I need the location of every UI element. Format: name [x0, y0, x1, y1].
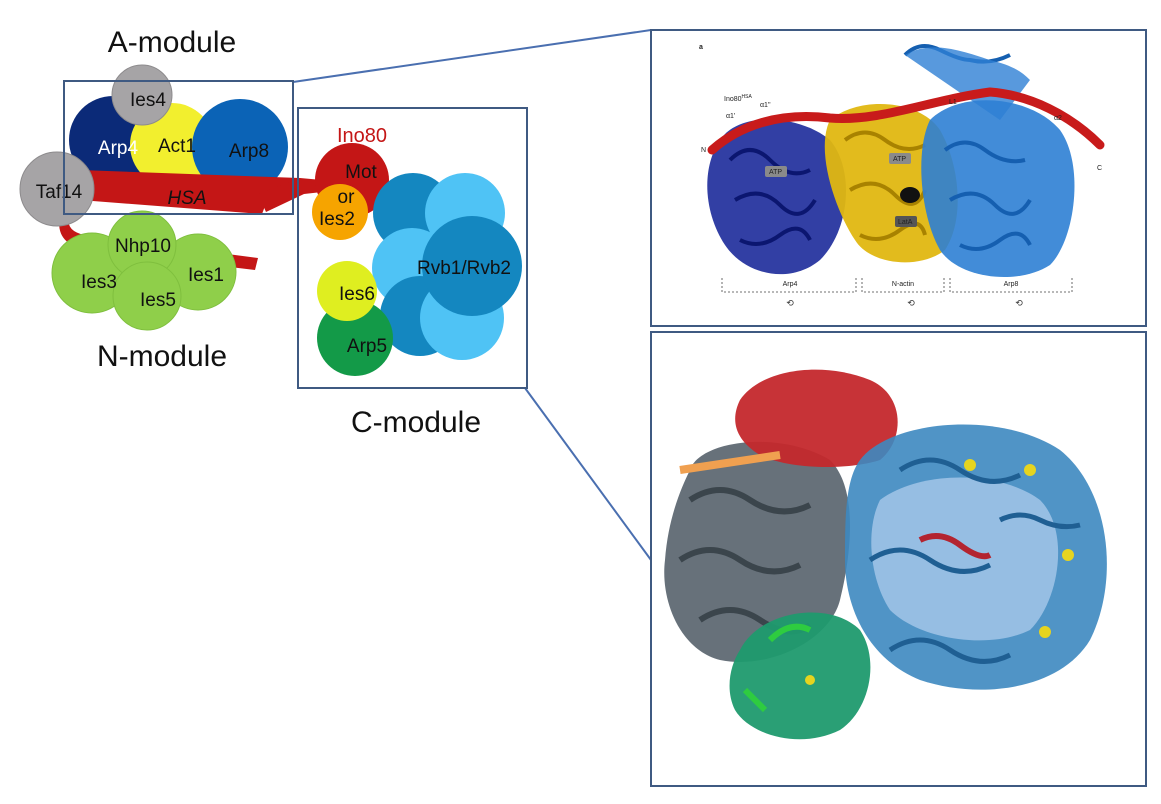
act1-label: Act1 [158, 136, 196, 157]
yellow-accent-3 [1062, 549, 1074, 561]
n-term-label: N [701, 147, 706, 154]
a-module-box [63, 80, 294, 215]
nhp10-label: Nhp10 [115, 236, 171, 257]
hsa-helix-structure [707, 87, 1105, 155]
zoom-connector-top [292, 29, 652, 83]
c-term-label: C [1097, 165, 1102, 172]
hsa-linker [258, 178, 322, 212]
arp8-n-terminal-extension [905, 47, 1030, 120]
lata-ligand [900, 187, 920, 203]
arp5-subunit [317, 300, 393, 376]
hsa-helix [80, 170, 300, 214]
arp4-structure [707, 119, 847, 275]
panel-letter: a [699, 44, 703, 51]
c-module-title: C-module [351, 406, 481, 439]
arp8-label: Arp8 [229, 141, 269, 162]
segment-arp8-label: Arp8 [1004, 281, 1019, 288]
atp1-label: ATP [769, 169, 782, 176]
segment-bracket-arp4 [721, 278, 857, 293]
ies2-label: Ies2 [319, 209, 355, 230]
a-module-ribbon-render [707, 44, 1105, 277]
ies4-label: Ies4 [130, 90, 166, 111]
atp2-label: ATP [893, 156, 906, 163]
gray-domain-structure [664, 441, 850, 662]
ino80-hsa-label: Ino80HSA [724, 94, 752, 103]
rvb-ring-light [871, 477, 1059, 641]
rvb-ring-texture [868, 457, 1081, 664]
ies6-subunit [317, 261, 377, 321]
a-module-title: A-module [108, 26, 236, 59]
ies6-label: Ies6 [339, 284, 375, 305]
rotate-icon-2: ⟲ [907, 298, 915, 308]
rvb-subunit-6 [422, 216, 522, 316]
red-motor-structure [735, 369, 898, 467]
rvb-label: Rvb1/Rvb2 [417, 258, 511, 279]
or-label: or [338, 187, 356, 208]
ies3-label: Ies3 [81, 272, 117, 293]
yellow-accent-4 [1039, 626, 1051, 638]
atp-marker-2 [889, 153, 911, 164]
alpha1p-label: α1' [726, 113, 735, 120]
c-module-ribbon-render [664, 369, 1107, 740]
arp4-structure-texture [728, 148, 817, 246]
rvb-inner-red [918, 533, 992, 560]
arp4-label: Arp4 [98, 138, 139, 159]
c-module-box [297, 107, 528, 389]
rotate-icon-1: ⟲ [786, 298, 794, 308]
taf14-label: Taf14 [36, 182, 83, 203]
arp8-structure [921, 100, 1075, 277]
zoom-connector-bottom [524, 387, 652, 561]
mot-label: Mot [345, 162, 377, 183]
segment-arp4-label: Arp4 [783, 281, 798, 288]
alpha1pp-label: α1'' [760, 102, 771, 109]
n-module-title: N-module [97, 340, 227, 373]
yellow-accent-1 [964, 459, 976, 471]
l1-label: L1 [949, 99, 957, 106]
alpha2-label: α2 [1054, 115, 1062, 122]
ies5-subunit [112, 261, 182, 331]
arp5-label: Arp5 [347, 336, 387, 357]
segment-nactin-label: N-actin [892, 281, 914, 288]
rotate-icon-3: ⟲ [1015, 298, 1023, 308]
hsa-label: HSA [167, 188, 206, 209]
arp8-subunit [192, 99, 288, 195]
ino80-label: Ino80 [337, 125, 387, 147]
yellow-accent-2 [1024, 464, 1036, 476]
nactin-structure-texture [843, 130, 927, 241]
taf14-subunit [19, 151, 95, 227]
orange-helix-structure [679, 451, 781, 474]
lata-label: LatA [898, 219, 913, 226]
ies5-label: Ies5 [140, 290, 176, 311]
atp-marker-1 [765, 166, 787, 177]
ies2-subunit [312, 184, 368, 240]
lata-marker [895, 216, 917, 227]
green-bright-helix [742, 623, 812, 713]
ies1-label: Ies1 [188, 265, 224, 286]
yellow-accent-5 [805, 675, 815, 685]
